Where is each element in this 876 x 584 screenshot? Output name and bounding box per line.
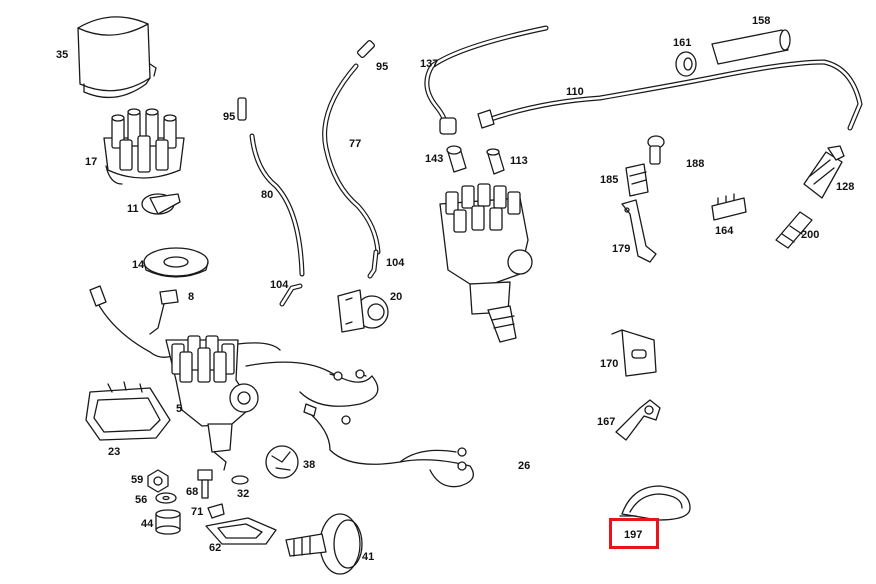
part-164-terminal-block	[711, 193, 747, 221]
callout-137: 137	[420, 58, 439, 70]
part-8-connector-lead	[89, 285, 179, 358]
part-62-gasket	[205, 517, 277, 545]
part-80-hose	[249, 133, 305, 277]
callout-41: 41	[362, 551, 375, 563]
part-167-bracket	[615, 399, 661, 441]
callout-14: 14	[132, 259, 145, 271]
callout-35: 35	[56, 49, 69, 61]
part-38-wrench	[265, 445, 299, 479]
callout-110: 110	[566, 86, 584, 98]
part-188-plug	[647, 135, 665, 165]
part-113-elbow-connector	[486, 148, 505, 175]
part-32-washer	[231, 475, 249, 485]
callout-71: 71	[191, 506, 204, 518]
part-158-sleeve	[711, 29, 791, 65]
part-128-connector	[803, 145, 845, 199]
callout-20: 20	[390, 291, 403, 303]
callout-44: 44	[141, 518, 154, 530]
callout-38: 38	[303, 459, 316, 471]
part-104-elbow-lower	[279, 283, 303, 307]
part-41-pulley	[285, 513, 363, 575]
callout-32: 32	[237, 488, 250, 500]
callout-104-lower: 104	[270, 279, 289, 291]
callout-95-left: 95	[223, 111, 236, 123]
part-95-tube-right	[356, 39, 376, 59]
callout-59: 59	[131, 474, 144, 486]
callout-164: 164	[715, 225, 734, 237]
callout-161: 161	[673, 37, 692, 49]
part-68-bolt	[197, 469, 213, 499]
part-143-elbow-connector	[446, 145, 467, 173]
callout-56: 56	[135, 494, 148, 506]
part-179-bracket	[621, 199, 657, 263]
callout-23: 23	[108, 446, 121, 458]
part-35-cap-cover	[77, 16, 157, 98]
callout-80: 80	[261, 189, 274, 201]
highlight-box-197	[609, 518, 659, 549]
callout-179: 179	[612, 243, 631, 255]
callout-8: 8	[188, 291, 195, 303]
part-11-rotor	[141, 193, 181, 215]
part-200-plug	[775, 211, 813, 249]
callout-95-right: 95	[376, 61, 389, 73]
part-197-hose-clamp	[619, 485, 691, 521]
callout-143: 143	[425, 153, 444, 165]
part-59-nut	[147, 469, 169, 493]
part-26-wiring-harness	[245, 361, 474, 488]
callout-185: 185	[600, 174, 619, 186]
callout-17: 17	[85, 156, 98, 168]
part-185-clip	[625, 163, 649, 197]
part-5-distributor-body	[165, 335, 281, 471]
part-161-grommet	[675, 51, 697, 77]
callout-11: 11	[127, 203, 139, 215]
callout-188: 188	[686, 158, 705, 170]
part-44-rubber-mount	[155, 509, 181, 535]
callout-200: 200	[801, 229, 820, 241]
callout-128: 128	[836, 181, 855, 193]
callout-77: 77	[349, 138, 362, 150]
part-23-sensor-plate	[85, 381, 171, 441]
part-137-vacuum-line	[424, 25, 549, 135]
part-110-vacuum-line	[477, 59, 863, 131]
callout-104-upper: 104	[386, 257, 405, 269]
callout-113: 113	[510, 155, 528, 167]
distributor-assembly-center	[439, 183, 533, 343]
part-14-dust-shield	[143, 247, 209, 278]
callout-62: 62	[209, 542, 222, 554]
part-71-clamp	[207, 503, 225, 519]
callout-167: 167	[597, 416, 616, 428]
callout-26: 26	[518, 460, 531, 472]
callout-5: 5	[176, 403, 183, 415]
part-104-elbow-upper	[367, 249, 379, 279]
callout-158: 158	[752, 15, 771, 27]
part-170-plate	[611, 329, 657, 377]
part-17-distributor-cap	[103, 108, 185, 185]
callout-68: 68	[186, 486, 199, 498]
part-77-long-hose	[322, 63, 381, 255]
part-95-tube-left	[237, 97, 247, 121]
callout-170: 170	[600, 358, 619, 370]
part-20-vacuum-unit	[337, 289, 389, 333]
callout-197: 197	[624, 529, 643, 541]
part-56-washer	[155, 492, 177, 504]
